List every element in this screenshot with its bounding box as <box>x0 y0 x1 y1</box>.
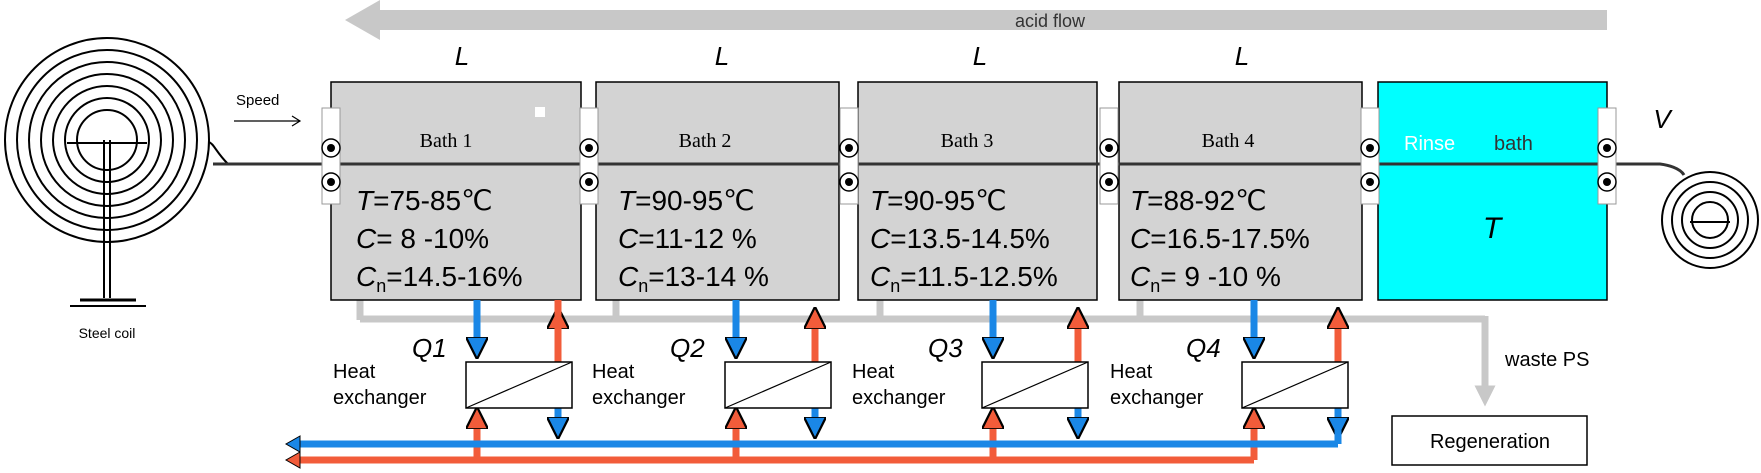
rollers <box>321 107 1617 205</box>
bath-2: Bath 2 T=90-95℃ C=11-12 % Cn=13-14 % <box>595 81 840 301</box>
rinse-bath-tank <box>1377 81 1608 301</box>
heat-exchanger-2: Heat exchanger Q2 <box>592 333 832 409</box>
heat-exchanger-1: Heat exchanger Q1 <box>333 333 573 409</box>
length-label-1: L <box>455 41 469 71</box>
bath-1-marker <box>535 107 545 117</box>
bath-3: Bath 3 T=90-95℃ C=13.5-14.5% Cn=11.5-12.… <box>857 81 1098 301</box>
heat-exchanger-4-label-1: Heat <box>1110 361 1153 383</box>
heat-exchanger-1-label-2: exchanger <box>333 387 427 409</box>
regeneration-box <box>1391 415 1588 466</box>
length-label-2: L <box>715 41 729 71</box>
steel-coil-icon <box>4 37 229 307</box>
exchanger-circuits <box>477 300 1338 460</box>
steel-strip <box>213 162 1686 176</box>
coolant-mains <box>284 428 1342 469</box>
rinse-bath-label-1: Rinse <box>1404 133 1455 155</box>
bath-2-temperature: T=90-95℃ <box>618 185 755 216</box>
bath-3-iron-concentration: Cn=11.5-12.5% <box>870 261 1058 296</box>
bath-4-tank <box>1118 81 1363 301</box>
bath-3-tank <box>857 81 1098 301</box>
roller-pair-5 <box>1360 107 1380 205</box>
heat-exchanger-3: Heat exchanger Q3 <box>852 333 1089 409</box>
bath-3-title: Bath 3 <box>941 130 994 152</box>
rinse-bath-temperature: T <box>1483 212 1504 245</box>
roller-pair-6 <box>1597 107 1617 205</box>
recoiler-icon <box>1661 171 1759 269</box>
bath-1-tank <box>330 81 582 301</box>
waste-ps-label: waste PS <box>1504 349 1589 371</box>
bath-3-temperature: T=90-95℃ <box>870 185 1007 216</box>
bath-1-iron-concentration: Cn=14.5-16% <box>356 261 522 296</box>
speed-symbol-label: V <box>1653 104 1673 134</box>
roller-pair-2 <box>579 107 599 205</box>
heat-exchanger-3-label-2: exchanger <box>852 387 946 409</box>
bath-2-iron-concentration: Cn=13-14 % <box>618 261 769 296</box>
bath-4-iron-concentration: Cn= 9 -10 % <box>1130 261 1281 296</box>
speed-label: Speed <box>236 92 279 109</box>
flow-label-q2: Q2 <box>670 333 705 363</box>
bath-1-temperature: T=75-85℃ <box>356 185 493 216</box>
flow-label-q4: Q4 <box>1186 333 1221 363</box>
flow-label-q1: Q1 <box>412 333 447 363</box>
length-label-4: L <box>1235 41 1249 71</box>
bath-4-title: Bath 4 <box>1202 130 1255 152</box>
acid-flow-label: acid flow <box>1015 11 1086 31</box>
length-label-3: L <box>973 41 987 71</box>
bath-1-concentration: C= 8 -10% <box>356 223 489 254</box>
speed-arrowhead <box>291 115 302 127</box>
bath-1: Bath 1 T=75-85℃ C= 8 -10% Cn=14.5-16% <box>330 81 582 301</box>
steel-coil-label: Steel coil <box>79 325 136 341</box>
roller-pair-3 <box>839 107 859 205</box>
flow-label-q3: Q3 <box>928 333 963 363</box>
rinse-bath: Rinse bath T <box>1377 81 1608 301</box>
heat-exchanger-4: Heat exchanger Q4 <box>1110 333 1349 409</box>
bath-3-concentration: C=13.5-14.5% <box>870 223 1050 254</box>
bath-2-title: Bath 2 <box>679 130 732 152</box>
bath-4-concentration: C=16.5-17.5% <box>1130 223 1310 254</box>
heat-exchanger-1-label-1: Heat <box>333 361 376 383</box>
heat-exchanger-3-label-1: Heat <box>852 361 895 383</box>
heat-exchanger-4-label-2: exchanger <box>1110 387 1204 409</box>
roller-pair-4 <box>1099 107 1119 205</box>
acid-flow-arrow: acid flow <box>345 0 1607 40</box>
bath-2-concentration: C=11-12 % <box>618 223 757 254</box>
bath-1-title: Bath 1 <box>420 130 473 152</box>
heat-exchanger-2-label-2: exchanger <box>592 387 686 409</box>
bath-4-temperature: T=88-92℃ <box>1130 185 1267 216</box>
roller-pair-1 <box>321 107 341 205</box>
bath-2-tank <box>595 81 840 301</box>
regeneration-label: Regeneration <box>1430 431 1550 453</box>
heat-exchanger-2-label-1: Heat <box>592 361 635 383</box>
bath-4: Bath 4 T=88-92℃ C=16.5-17.5% Cn= 9 -10 % <box>1118 81 1363 301</box>
rinse-bath-label-2: bath <box>1494 133 1533 155</box>
